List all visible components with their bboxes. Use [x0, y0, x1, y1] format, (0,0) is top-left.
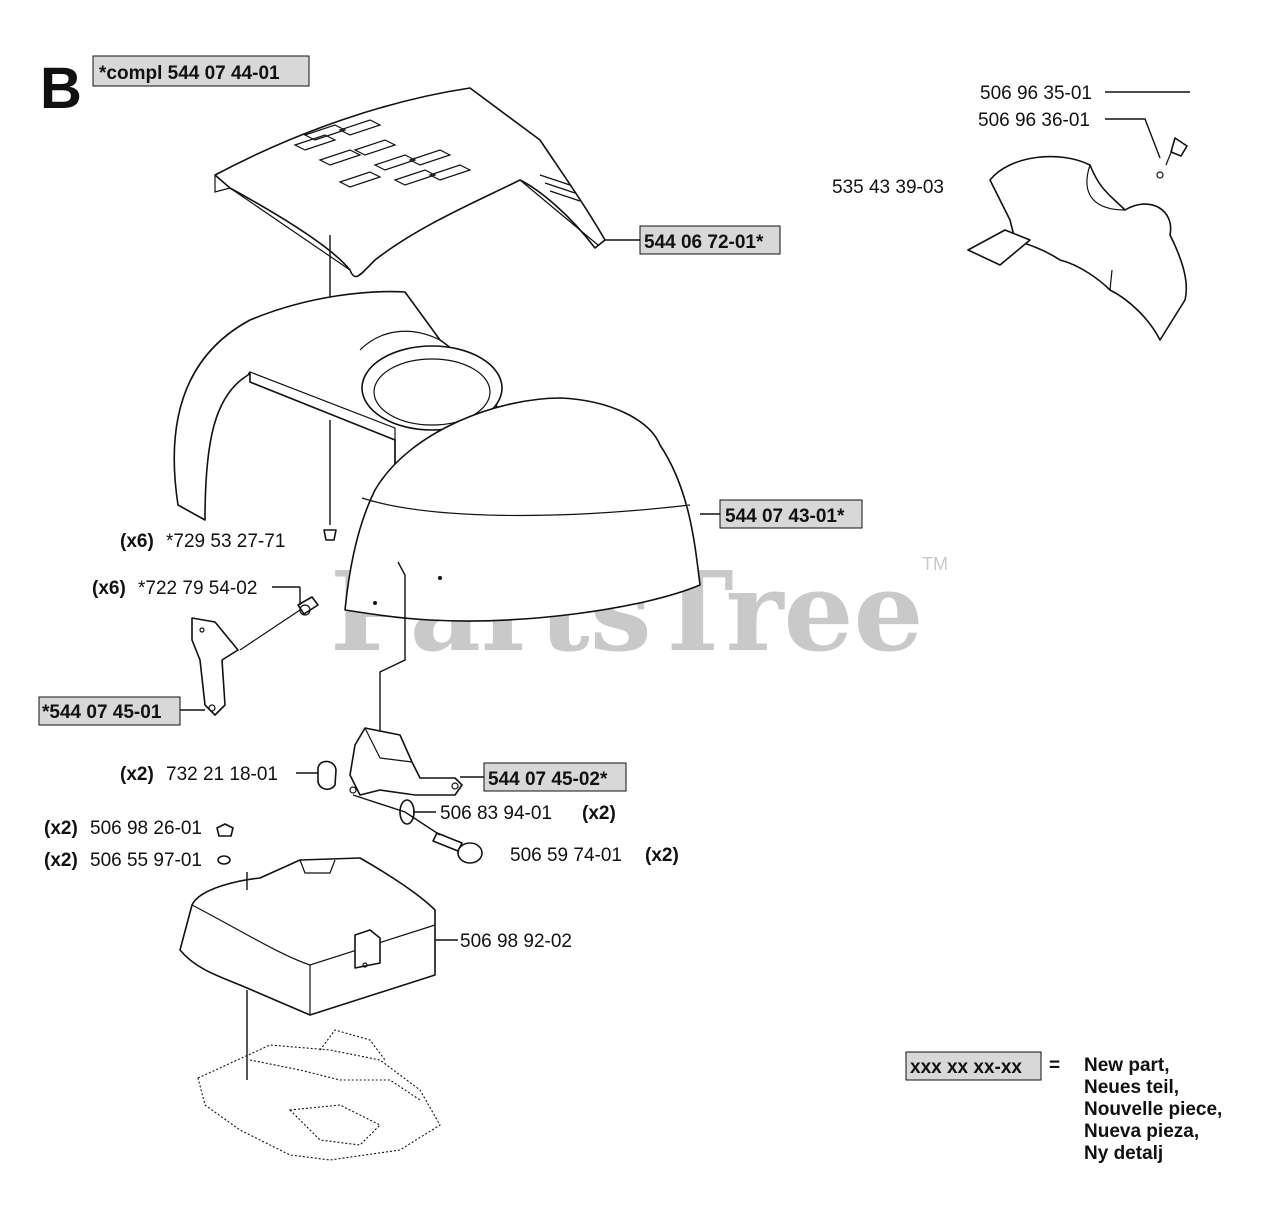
qty-722-79-54: (x6) [92, 578, 126, 599]
label-compl: *compl 544 07 44-01 [99, 63, 280, 84]
legend-code-box [905, 1051, 1042, 1081]
label-box-544-07-45-01 [38, 696, 181, 726]
label-box-544-07-45-02 [483, 762, 627, 792]
label-506-59-74-01: 506 59 74-01 [510, 845, 622, 866]
top-hood-drawing [214, 87, 606, 278]
legend-line-1: New part, [1084, 1055, 1170, 1076]
grommet-icon [317, 760, 337, 791]
legend-line-2: Neues teil, [1084, 1077, 1179, 1098]
lower-cover-drawing [179, 857, 436, 1016]
washer-icon [399, 799, 415, 825]
legend-line-4: Nueva pieza, [1084, 1121, 1199, 1142]
label-box-compl [92, 55, 310, 87]
label-544-07-45-02: 544 07 45-02* [488, 769, 608, 790]
screw-icon [323, 529, 337, 541]
label-544-07-45-01: *544 07 45-01 [42, 702, 162, 723]
leader-bracket-fasteners [352, 794, 441, 836]
label-732-21-18-01: 732 21 18-01 [166, 764, 278, 785]
leader-506-96-36 [1105, 118, 1161, 159]
legend-line-5: Ny detalj [1084, 1143, 1163, 1164]
trademark-mark: TM [922, 554, 948, 574]
pin-drawing [239, 596, 319, 651]
small-screw-icon [216, 823, 234, 837]
qty-506-59-74: (x2) [645, 845, 679, 866]
label-506-55-97-01: 506 55 97-01 [90, 850, 202, 871]
qty-506-55-97: (x2) [44, 850, 78, 871]
rear-cover-drawing [967, 137, 1188, 341]
qty-506-83-94: (x2) [582, 803, 616, 824]
legend-line-3: Nouvelle piece, [1084, 1099, 1222, 1120]
legend-equals: = [1049, 1055, 1060, 1076]
legend: xxx xx xx-xx = New part, Neues teil, Nou… [905, 1051, 1222, 1164]
label-544-06-72-01: 544 06 72-01* [644, 232, 764, 253]
label-535-43-39-03: 535 43 39-03 [832, 177, 944, 198]
legend-code: xxx xx xx-xx [910, 1057, 1022, 1078]
right-bracket-drawing [349, 727, 463, 796]
label-506-96-36-01: 506 96 36-01 [978, 110, 1090, 131]
label-729-53-27-71: *729 53 27-71 [166, 531, 285, 552]
label-506-98-92-02: 506 98 92-02 [460, 931, 572, 952]
label-506-96-35-01: 506 96 35-01 [980, 83, 1092, 104]
small-washer-icon [217, 855, 231, 865]
ghost-frame-drawing [197, 1029, 441, 1161]
label-506-83-94-01: 506 83 94-01 [440, 803, 552, 824]
leader-bracket-chain [379, 561, 406, 740]
label-544-07-43-01: 544 07 43-01* [725, 506, 845, 527]
label-box-544-07-43 [719, 499, 863, 529]
left-bracket-drawing [191, 617, 239, 716]
label-box-544-06-72 [639, 225, 781, 255]
cowl-drawing [173, 290, 701, 622]
qty-732-21-18: (x2) [120, 764, 154, 785]
shoulder-bolt-drawing [432, 832, 483, 864]
label-722-79-54-02: *722 79 54-02 [138, 578, 257, 599]
qty-506-98-26: (x2) [44, 818, 78, 839]
label-506-98-26-01: 506 98 26-01 [90, 818, 202, 839]
section-letter: B [40, 56, 82, 121]
qty-729-53-27: (x6) [120, 531, 154, 552]
